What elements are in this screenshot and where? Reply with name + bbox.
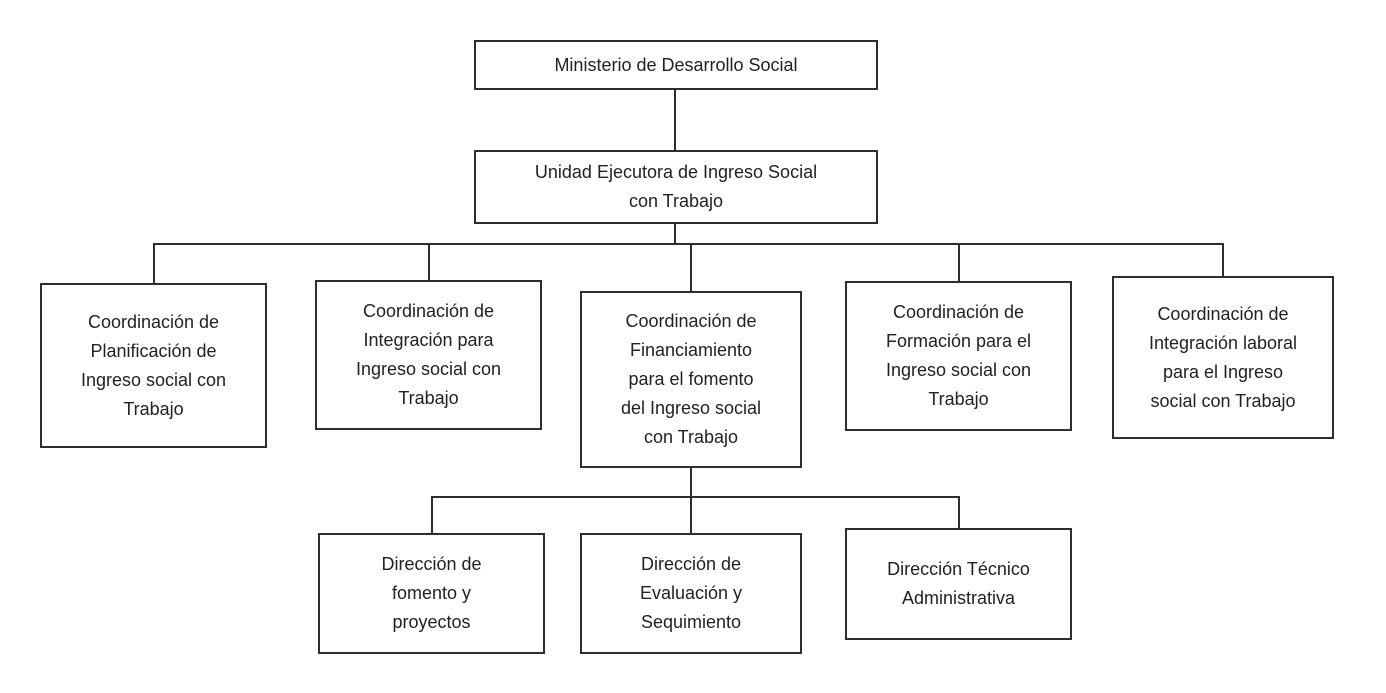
org-box-ministerio: Ministerio de Desarrollo Social bbox=[474, 40, 878, 90]
org-box-direccion-evaluacion: Dirección de Evaluación y Sequimiento bbox=[580, 533, 802, 654]
connector-level3-bus bbox=[153, 243, 1224, 245]
org-box-coordinacion-planificacion: Coordinación de Planificación de Ingreso… bbox=[40, 283, 267, 448]
connector-drop-coordination-2 bbox=[428, 243, 430, 280]
org-box-unidad-ejecutora-label: Unidad Ejecutora de Ingreso Social con T… bbox=[534, 162, 818, 211]
org-box-coordinacion-formacion: Coordinación de Formación para el Ingres… bbox=[845, 281, 1072, 431]
connector-drop-coordination-5 bbox=[1222, 243, 1224, 276]
connector-drop-direccion-2 bbox=[690, 496, 692, 533]
org-box-coordinacion-integracion-laboral-label: Coordinación de Integración laboral para… bbox=[1148, 303, 1298, 411]
connector-financiamiento-to-bus bbox=[690, 468, 692, 496]
connector-drop-direccion-3 bbox=[958, 496, 960, 528]
connector-drop-coordination-4 bbox=[958, 243, 960, 281]
org-box-coordinacion-planificacion-label: Coordinación de Planificación de Ingreso… bbox=[80, 311, 227, 419]
org-box-direccion-evaluacion-label: Dirección de Evaluación y Sequimiento bbox=[639, 554, 743, 632]
org-box-direccion-fomento: Dirección de fomento y proyectos bbox=[318, 533, 545, 654]
org-box-coordinacion-financiamiento-label: Coordinación de Financiamiento para el f… bbox=[620, 311, 762, 447]
org-box-unidad-ejecutora: Unidad Ejecutora de Ingreso Social con T… bbox=[474, 150, 878, 224]
org-box-direccion-tecnico-administrativa: Dirección Técnico Administrativa bbox=[845, 528, 1072, 640]
connector-drop-coordination-1 bbox=[153, 243, 155, 283]
connector-drop-coordination-3 bbox=[690, 243, 692, 291]
org-box-ministerio-label: Ministerio de Desarrollo Social bbox=[554, 54, 798, 75]
connector-drop-direccion-1 bbox=[431, 496, 433, 533]
connector-level4-bus bbox=[431, 496, 960, 498]
connector-root-to-unit bbox=[674, 90, 676, 150]
org-box-direccion-fomento-label: Dirección de fomento y proyectos bbox=[381, 554, 482, 632]
org-box-direccion-tecnico-administrativa-label: Dirección Técnico Administrativa bbox=[887, 559, 1030, 608]
org-box-coordinacion-formacion-label: Coordinación de Formación para el Ingres… bbox=[885, 302, 1032, 409]
org-box-coordinacion-financiamiento: Coordinación de Financiamiento para el f… bbox=[580, 291, 802, 468]
org-box-coordinacion-integracion: Coordinación de Integración para Ingreso… bbox=[315, 280, 542, 430]
connector-unit-to-bus bbox=[674, 224, 676, 243]
org-box-coordinacion-integracion-label: Coordinación de Integración para Ingreso… bbox=[355, 301, 502, 408]
org-box-coordinacion-integracion-laboral: Coordinación de Integración laboral para… bbox=[1112, 276, 1334, 439]
